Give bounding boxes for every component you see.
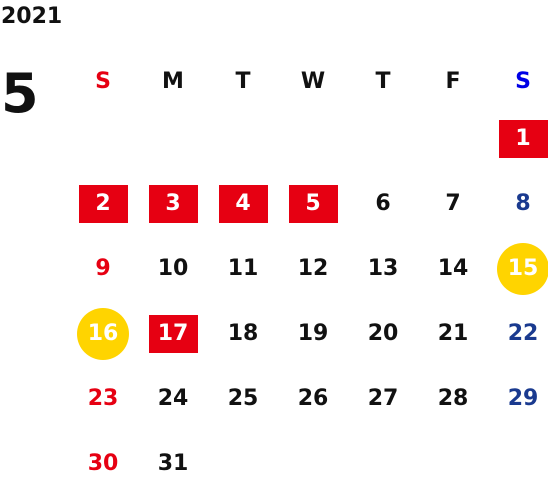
weekday-header-row: S M T W T F S xyxy=(68,56,548,106)
day-cell: 3 xyxy=(138,171,208,236)
day-cell: 21 xyxy=(418,301,488,366)
day-number: 7 xyxy=(445,191,461,216)
day-cell-empty xyxy=(278,106,348,171)
sunday-day: 23 xyxy=(87,386,119,411)
day-number: 19 xyxy=(297,321,329,346)
saturday-day: 22 xyxy=(507,321,539,346)
day-number: 18 xyxy=(227,321,259,346)
day-number: 25 xyxy=(227,386,259,411)
day-cell: 8 xyxy=(488,171,548,236)
weekday-tuesday: T xyxy=(235,68,251,94)
day-cell: 19 xyxy=(278,301,348,366)
holiday-day: 1 xyxy=(498,119,548,158)
weekday-thursday: T xyxy=(375,68,391,94)
day-cell: 24 xyxy=(138,366,208,431)
day-cell: 4 xyxy=(208,171,278,236)
day-number: 11 xyxy=(227,256,259,281)
saturday-day: 29 xyxy=(507,386,539,411)
weekday-monday: M xyxy=(162,68,184,94)
day-cell: 30 xyxy=(68,431,138,496)
highlighted-day: 16 xyxy=(77,307,129,360)
day-cell: 16 xyxy=(68,301,138,366)
day-cell-empty xyxy=(68,106,138,171)
calendar-grid: S M T W T F S 1 2 3 4 5 6 7 8 9 10 11 12… xyxy=(68,56,548,496)
holiday-day: 17 xyxy=(148,314,198,353)
day-number: 10 xyxy=(157,256,189,281)
highlighted-day: 15 xyxy=(497,242,548,295)
day-cell-empty xyxy=(418,106,488,171)
day-cell-empty xyxy=(488,431,548,496)
day-cell: 10 xyxy=(138,236,208,301)
day-cell-empty xyxy=(418,431,488,496)
day-cell: 14 xyxy=(418,236,488,301)
sunday-day: 9 xyxy=(95,256,111,281)
saturday-day: 8 xyxy=(515,191,531,216)
day-cell: 31 xyxy=(138,431,208,496)
sunday-day: 30 xyxy=(87,451,119,476)
day-cell: 7 xyxy=(418,171,488,236)
day-cell: 22 xyxy=(488,301,548,366)
week-row: 1 xyxy=(68,106,548,171)
month-number: 5 xyxy=(1,62,39,125)
year-label: 2021 xyxy=(1,4,63,29)
holiday-day: 5 xyxy=(288,184,338,223)
day-cell-empty xyxy=(348,106,418,171)
day-number: 13 xyxy=(367,256,399,281)
holiday-day: 2 xyxy=(78,184,128,223)
day-cell: 13 xyxy=(348,236,418,301)
day-number: 28 xyxy=(437,386,469,411)
day-number: 21 xyxy=(437,321,469,346)
day-cell: 5 xyxy=(278,171,348,236)
day-cell-empty xyxy=(138,106,208,171)
day-cell-empty xyxy=(278,431,348,496)
day-cell-empty xyxy=(208,431,278,496)
day-cell-empty xyxy=(208,106,278,171)
day-cell: 23 xyxy=(68,366,138,431)
day-number: 26 xyxy=(297,386,329,411)
weekday-sunday: S xyxy=(95,68,111,94)
day-number: 12 xyxy=(297,256,329,281)
week-row: 16 17 18 19 20 21 22 xyxy=(68,301,548,366)
day-cell: 25 xyxy=(208,366,278,431)
day-cell: 9 xyxy=(68,236,138,301)
day-cell: 27 xyxy=(348,366,418,431)
day-number: 24 xyxy=(157,386,189,411)
day-number: 6 xyxy=(375,191,391,216)
day-cell: 11 xyxy=(208,236,278,301)
day-number: 20 xyxy=(367,321,399,346)
day-cell: 15 xyxy=(488,236,548,301)
day-cell: 26 xyxy=(278,366,348,431)
weekday-saturday: S xyxy=(515,68,531,94)
day-cell: 29 xyxy=(488,366,548,431)
day-cell: 1 xyxy=(488,106,548,171)
day-cell-empty xyxy=(348,431,418,496)
day-cell: 2 xyxy=(68,171,138,236)
weekday-wednesday: W xyxy=(300,68,326,94)
week-row: 9 10 11 12 13 14 15 xyxy=(68,236,548,301)
day-cell: 20 xyxy=(348,301,418,366)
day-number: 31 xyxy=(157,451,189,476)
weekday-friday: F xyxy=(445,68,461,94)
day-number: 14 xyxy=(437,256,469,281)
day-cell: 12 xyxy=(278,236,348,301)
holiday-day: 4 xyxy=(218,184,268,223)
day-cell: 17 xyxy=(138,301,208,366)
holiday-day: 3 xyxy=(148,184,198,223)
day-number: 27 xyxy=(367,386,399,411)
week-row: 23 24 25 26 27 28 29 xyxy=(68,366,548,431)
day-cell: 28 xyxy=(418,366,488,431)
week-row: 30 31 xyxy=(68,431,548,496)
week-row: 2 3 4 5 6 7 8 xyxy=(68,171,548,236)
day-cell: 18 xyxy=(208,301,278,366)
day-cell: 6 xyxy=(348,171,418,236)
